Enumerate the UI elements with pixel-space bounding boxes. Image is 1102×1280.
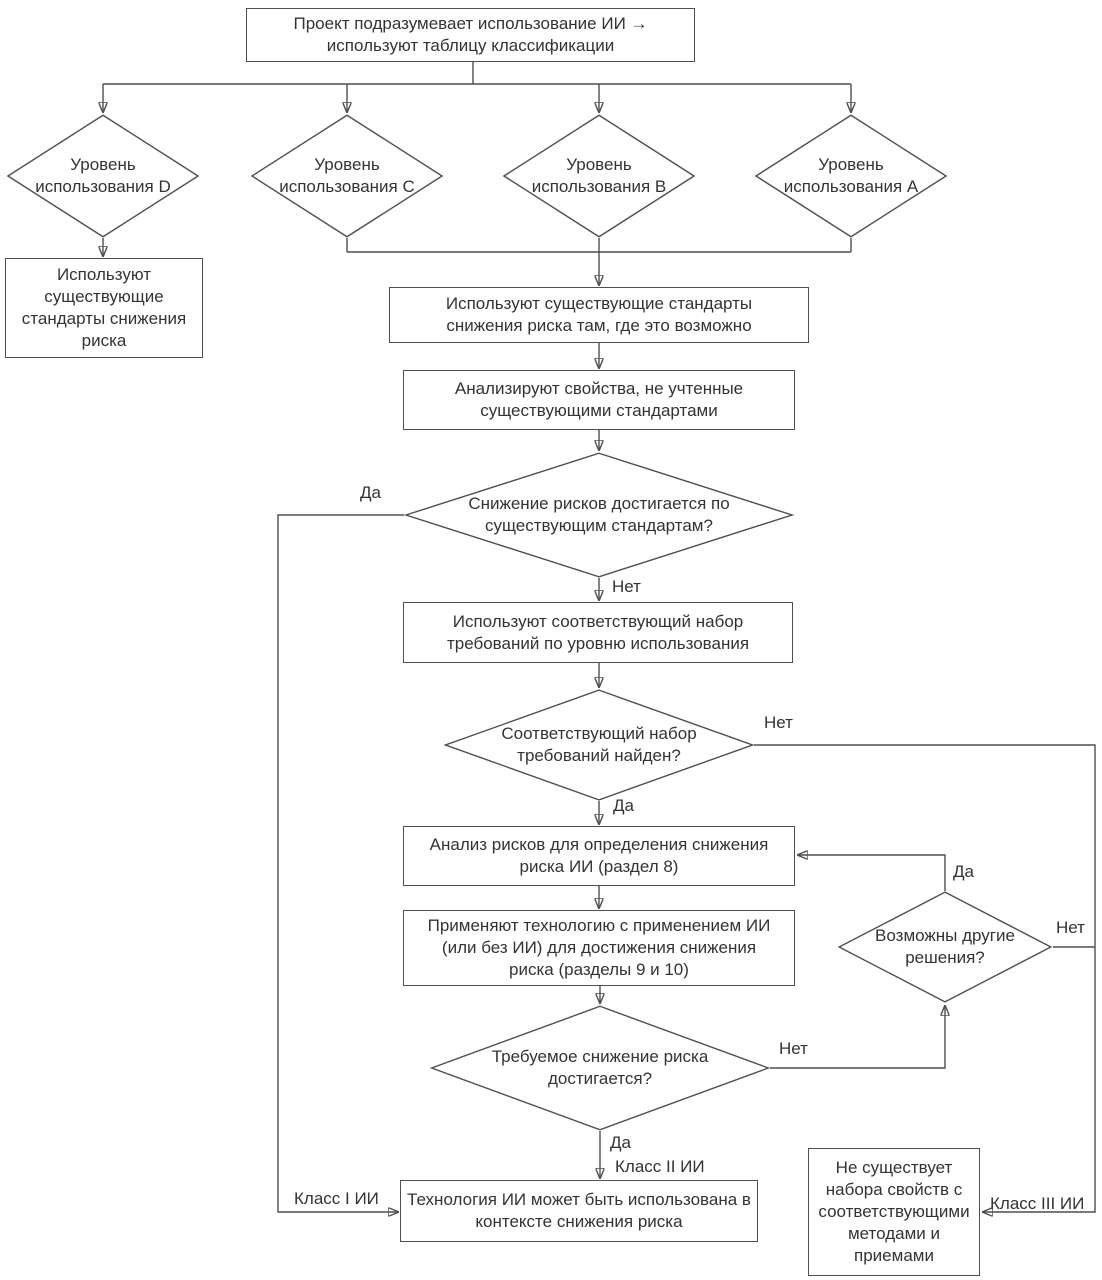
decision-usage-level-c: Уровень использования C bbox=[250, 114, 444, 238]
decision-risk-reduced-by-standards: Снижение рисков достигается по существую… bbox=[404, 452, 794, 578]
node-project-start: Проект подразумевает использование ИИ → … bbox=[246, 8, 695, 62]
diamond-shape bbox=[430, 1005, 770, 1131]
decision-required-reduction-achieved-label: Требуемое снижение риска достигается? bbox=[491, 1047, 709, 1088]
diamond-shape bbox=[837, 891, 1053, 1003]
decision-usage-level-a-label: Уровень использования A bbox=[783, 155, 919, 196]
decision-usage-level-a: Уровень использования A bbox=[754, 114, 948, 238]
decision-usage-level-c-label: Уровень использования C bbox=[279, 155, 415, 196]
edge-label-yes-dec1: Да bbox=[360, 483, 381, 502]
diamond-shape bbox=[754, 114, 948, 238]
node-use-existing-standards: Используют существующие стандарты снижен… bbox=[5, 258, 203, 358]
diamond-shape bbox=[444, 689, 754, 801]
edge-label-yes-dec3: Да bbox=[610, 1133, 631, 1152]
node-use-existing-where-possible: Используют существующие стандарты снижен… bbox=[389, 287, 809, 343]
node-use-requirements-set: Используют соответствующий набор требова… bbox=[403, 602, 793, 663]
edge-label-class-3: Класс III ИИ bbox=[990, 1194, 1085, 1213]
edge-dec3-no-to-dec4 bbox=[770, 1006, 945, 1069]
diamond-shape bbox=[502, 114, 696, 238]
edge-label-class-1: Класс I ИИ bbox=[294, 1189, 379, 1208]
node-analyze-properties: Анализируют свойства, не учтенные сущест… bbox=[403, 370, 795, 430]
decision-usage-level-d: Уровень использования D bbox=[6, 114, 200, 238]
diamond-shape bbox=[250, 114, 444, 238]
decision-usage-level-b: Уровень использования B bbox=[502, 114, 696, 238]
node-no-property-set: Не существует набора свойств с соответст… bbox=[808, 1148, 980, 1276]
decision-requirements-found-label: Соответствующий набор требований найден? bbox=[501, 724, 697, 765]
node-risk-analysis: Анализ рисков для определения снижения р… bbox=[403, 826, 795, 886]
edge-dec4-yes-to-riskan bbox=[798, 855, 946, 891]
edge-label-yes-dec2: Да bbox=[613, 796, 634, 815]
decision-required-reduction-achieved: Требуемое снижение риска достигается? bbox=[430, 1005, 770, 1131]
edge-label-no-dec4: Нет bbox=[1056, 918, 1085, 937]
edge-dec2-no-to-noset bbox=[754, 744, 1096, 1212]
edge-label-class-2: Класс II ИИ bbox=[615, 1157, 705, 1176]
decision-other-solutions: Возможны другие решения? bbox=[837, 891, 1053, 1003]
edge-label-no-dec2: Нет bbox=[764, 713, 793, 732]
decision-other-solutions-label: Возможны другие решения? bbox=[875, 926, 1015, 967]
edge-label-no-dec3: Нет bbox=[779, 1039, 808, 1058]
edge-label-yes-dec4: Да bbox=[953, 862, 974, 881]
decision-usage-level-b-label: Уровень использования B bbox=[531, 155, 667, 196]
node-technology-usable: Технология ИИ может быть использована в … bbox=[400, 1180, 758, 1242]
diamond-shape bbox=[6, 114, 200, 238]
decision-usage-level-d-label: Уровень использования D bbox=[35, 155, 171, 196]
decision-risk-reduced-by-standards-label: Снижение рисков достигается по существую… bbox=[468, 494, 730, 535]
diamond-shape bbox=[404, 452, 794, 578]
node-apply-technology: Применяют технологию с применением ИИ (и… bbox=[403, 910, 795, 986]
edge-label-no-dec1: Нет bbox=[612, 577, 641, 596]
edge-dec1-yes-to-usable bbox=[277, 514, 404, 1212]
decision-requirements-found: Соответствующий набор требований найден? bbox=[444, 689, 754, 801]
